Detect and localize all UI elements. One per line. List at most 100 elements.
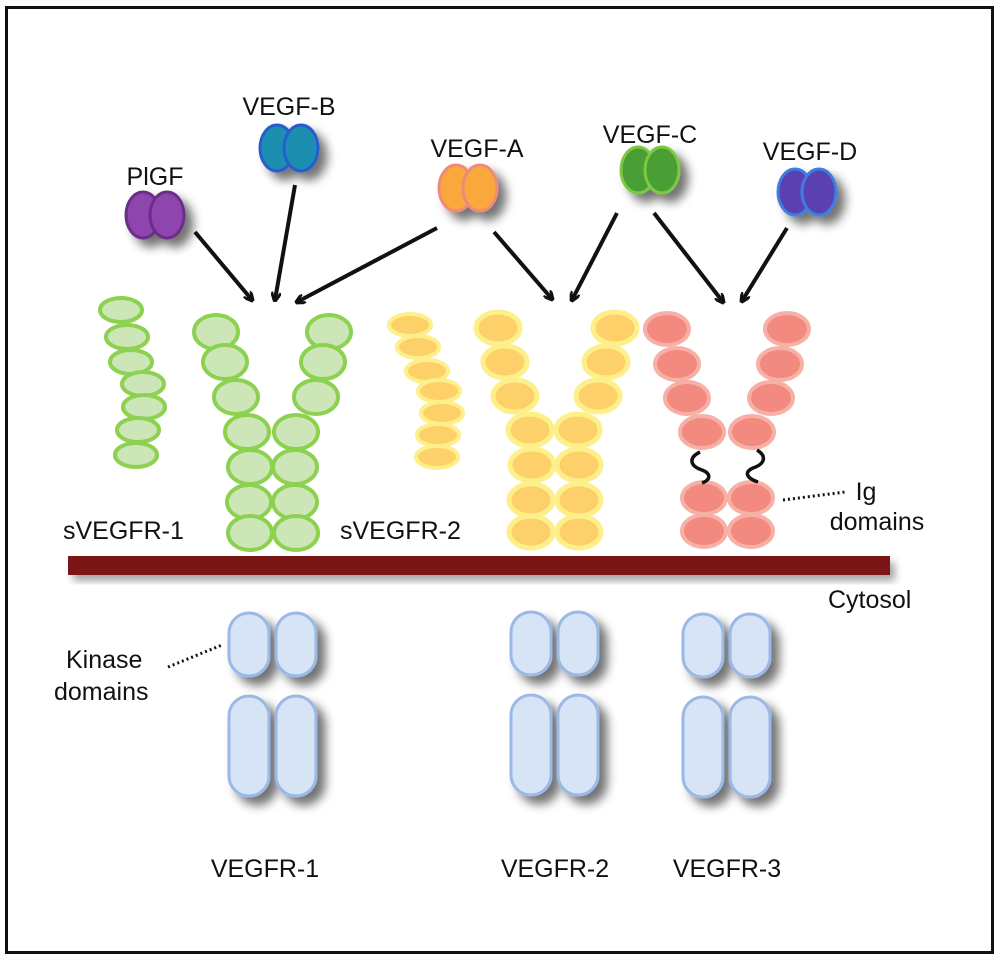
- vegfr3-ig-chain-left-lower: [680, 480, 728, 549]
- ig-domain: [212, 378, 260, 416]
- ig-domain: [680, 513, 728, 549]
- ig-domain: [223, 413, 271, 451]
- ig-domain: [226, 514, 274, 552]
- arrow-vegf-a-to-vegfr2: [492, 230, 552, 299]
- receptor-label-svegfr1: sVEGFR-1: [63, 517, 184, 545]
- receptor-label-vegfr1: VEGFR-1: [211, 855, 319, 883]
- ig-domain: [271, 448, 319, 486]
- kinase-domain-2: [728, 695, 772, 799]
- ligand-label-vegf-c: VEGF-C: [603, 121, 697, 149]
- ig-domain: [643, 311, 691, 347]
- vegfr1-kinase-left: [227, 611, 271, 798]
- ig-domain: [763, 311, 811, 347]
- kinase-domain-1: [227, 611, 271, 678]
- vegfr1-ig-chain-right: [271, 313, 353, 552]
- vegfr3-kinase-right: [728, 612, 772, 799]
- ig-domain: [553, 411, 603, 449]
- figure-frame: [5, 6, 994, 954]
- ig-domain: [678, 414, 726, 450]
- ig-domain: [272, 514, 320, 552]
- ig-domain: [113, 441, 159, 469]
- ligand-label-vegf-a: VEGF-A: [430, 135, 523, 163]
- kinase-label-line1: Kinase: [66, 646, 142, 674]
- kinase-domain-2: [227, 694, 271, 798]
- ig-label-line1: Ig: [856, 478, 877, 506]
- ig-domain: [728, 414, 776, 450]
- vegfr1-ig-chain-left: [192, 313, 274, 552]
- ig-domain: [507, 446, 557, 484]
- kinase-label-line2: domains: [54, 678, 149, 706]
- ligand-vegf-b-dimer: [258, 123, 320, 173]
- cytosol-label: Cytosol: [828, 586, 911, 614]
- ig-domain: [271, 483, 319, 521]
- arrow-vegf-c-to-vegfr2: [572, 212, 619, 300]
- vegfr3-ig-chain-right-lower: [727, 480, 775, 549]
- vegfr2-kinase-right: [556, 610, 600, 797]
- kinase-domain-1: [509, 610, 553, 677]
- ig-domain: [225, 483, 273, 521]
- receptor-label-svegfr2: sVEGFR-2: [340, 517, 461, 545]
- kinase-domains-leader: [167, 643, 223, 669]
- arrow-vegf-d-to-vegfr3: [742, 226, 789, 301]
- vegfr3-ig-chain-right-upper: [728, 311, 811, 450]
- receptors: [98, 296, 811, 832]
- ligand-label-plgf: PlGF: [127, 163, 184, 191]
- receptor-label-vegfr3: VEGFR-3: [673, 855, 781, 883]
- ig-domain: [395, 334, 441, 360]
- ig-domain: [292, 378, 340, 416]
- ligand-plgf-dimer: [124, 190, 186, 240]
- ig-domain: [506, 513, 556, 551]
- vegfr3-proteolytic-linker-left: [690, 450, 711, 485]
- ig-domain: [121, 393, 167, 421]
- svegfr2-ig-chain: [387, 312, 465, 470]
- ligands: [124, 123, 838, 240]
- ig-domain: [680, 480, 728, 516]
- kinase-domain-1: [274, 611, 318, 678]
- ig-domain: [554, 481, 604, 519]
- ig-domain: [226, 448, 274, 486]
- ig-domain: [490, 377, 540, 415]
- arrow-vegf-b-to-vegfr1: [275, 184, 297, 300]
- ligand-vegf-c-dimer: [619, 145, 681, 195]
- ig-domain: [727, 513, 775, 549]
- ligand-vegf-d-subunit: [800, 167, 838, 217]
- ligand-label-vegf-b: VEGF-B: [242, 93, 335, 121]
- ig-domain: [416, 378, 462, 404]
- ig-domain: [573, 377, 623, 415]
- cell-membrane: [68, 556, 890, 575]
- ig-domain: [663, 380, 711, 416]
- ig-domain: [299, 343, 347, 381]
- ig-domain: [505, 411, 555, 449]
- ig-domain: [480, 343, 530, 381]
- arrow-plgf-to-vegfr1: [193, 230, 252, 300]
- kinase-domain-1: [556, 610, 600, 677]
- svegfr1-ig-chain: [98, 296, 167, 469]
- ligand-vegf-a-subunit: [461, 163, 499, 213]
- ig-domain: [554, 446, 604, 484]
- ig-label-line2: domains: [830, 508, 925, 536]
- vegfr2-kinase-left: [509, 610, 553, 797]
- ig-domain: [473, 309, 523, 347]
- ligand-vegf-b-subunit: [282, 123, 320, 173]
- ig-domain: [581, 343, 631, 381]
- kinase-domain-2: [509, 693, 553, 797]
- ig-domain: [590, 309, 640, 347]
- ligand-vegf-c-subunit: [643, 145, 681, 195]
- ig-domain: [98, 296, 144, 324]
- kinase-domain-1: [728, 612, 772, 679]
- vegfr2-ig-chain-right: [553, 309, 640, 551]
- ligand-vegf-d-dimer: [776, 167, 838, 217]
- ligand-label-vegf-d: VEGF-D: [763, 138, 857, 166]
- receptor-label-vegfr2: VEGFR-2: [501, 855, 609, 883]
- arrow-vegf-c-to-vegfr3: [652, 211, 723, 302]
- ig-domain: [387, 312, 433, 338]
- ig-domain: [104, 323, 150, 351]
- ig-domain: [414, 444, 460, 470]
- arrow-vegf-a-to-vegfr1: [297, 226, 438, 302]
- kinase-domain-2: [274, 694, 318, 798]
- ig-domain: [115, 416, 161, 444]
- vegfr1-kinase-right: [274, 611, 318, 798]
- ig-domain: [756, 346, 804, 382]
- ig-domains-leader: [782, 490, 846, 502]
